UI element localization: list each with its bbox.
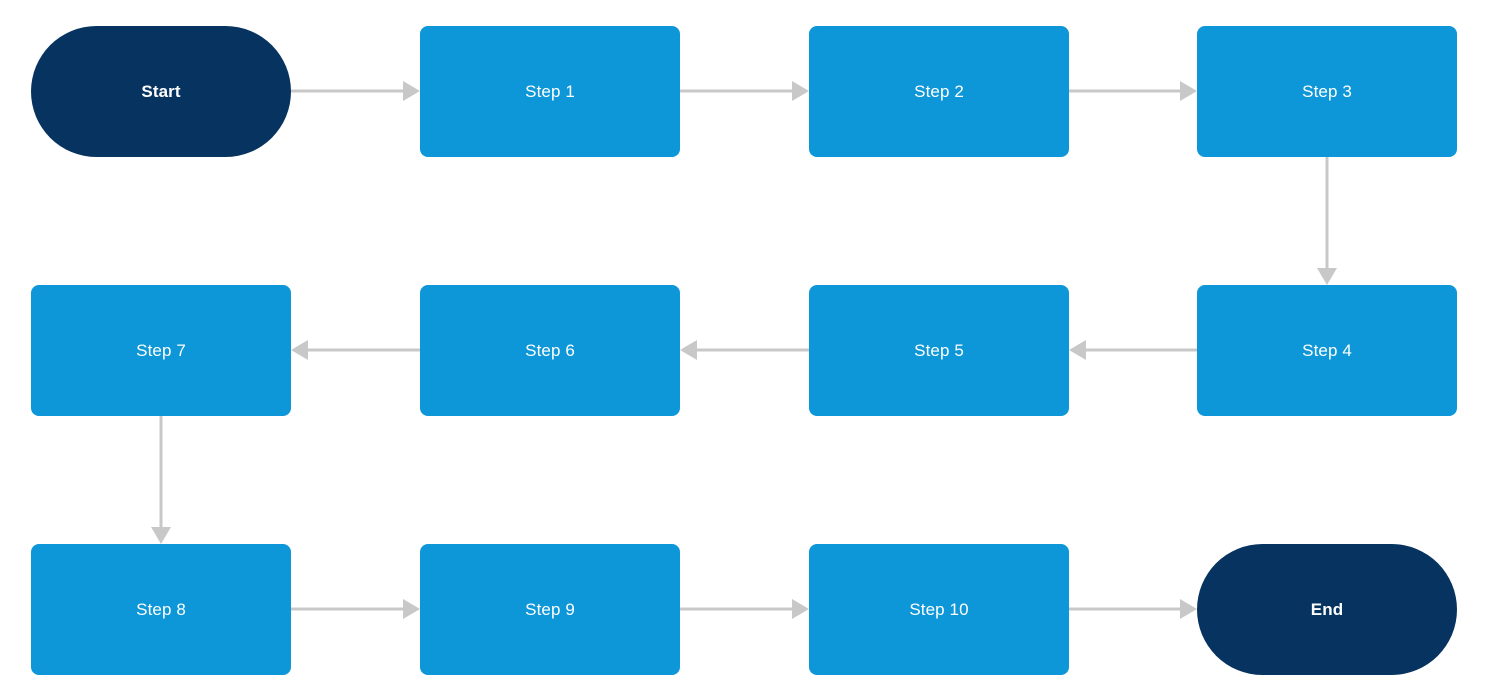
flow-node-step1[interactable]: Step 1 [420,26,680,157]
flow-node-step5[interactable]: Step 5 [809,285,1069,416]
arrowhead-icon [680,340,697,360]
flow-node-step6[interactable]: Step 6 [420,285,680,416]
flow-node-label: Start [141,82,181,101]
flow-node-label: Step 1 [525,82,575,101]
flow-node-step8[interactable]: Step 8 [31,544,291,675]
flow-node-label: Step 9 [525,600,575,619]
flow-edge-step1-to-step2 [680,81,809,101]
arrowhead-icon [1069,340,1086,360]
flow-node-step10[interactable]: Step 10 [809,544,1069,675]
flow-edge-step10-to-end [1069,599,1197,619]
arrowhead-icon [1180,81,1197,101]
flow-node-start[interactable]: Start [31,26,291,157]
flow-edge-step6-to-step7 [291,340,420,360]
flow-node-step3[interactable]: Step 3 [1197,26,1457,157]
flow-node-end[interactable]: End [1197,544,1457,675]
flow-node-label: Step 4 [1302,341,1352,360]
arrowhead-icon [792,599,809,619]
flow-edge-step2-to-step3 [1069,81,1197,101]
arrowhead-icon [403,599,420,619]
flow-node-label: Step 8 [136,600,186,619]
arrowhead-icon [1180,599,1197,619]
flow-edge-start-to-step1 [291,81,420,101]
arrowhead-icon [792,81,809,101]
flow-edge-step3-to-step4 [1317,157,1337,285]
flow-edge-step7-to-step8 [151,416,171,544]
flow-node-label: Step 5 [914,341,964,360]
flow-node-step9[interactable]: Step 9 [420,544,680,675]
flow-node-label: Step 6 [525,341,575,360]
flow-node-label: End [1310,600,1344,619]
arrowhead-icon [1317,268,1337,285]
flow-edge-step9-to-step10 [680,599,809,619]
arrowhead-icon [403,81,420,101]
flow-node-label: Step 3 [1302,82,1352,101]
flow-edge-step4-to-step5 [1069,340,1197,360]
flow-node-step7[interactable]: Step 7 [31,285,291,416]
flow-node-step2[interactable]: Step 2 [809,26,1069,157]
flow-node-label: Step 10 [909,600,969,619]
arrowhead-icon [291,340,308,360]
flow-edge-step5-to-step6 [680,340,809,360]
flow-node-step4[interactable]: Step 4 [1197,285,1457,416]
flow-edge-step8-to-step9 [291,599,420,619]
arrowhead-icon [151,527,171,544]
flow-node-label: Step 7 [136,341,186,360]
flow-node-label: Step 2 [914,82,964,101]
